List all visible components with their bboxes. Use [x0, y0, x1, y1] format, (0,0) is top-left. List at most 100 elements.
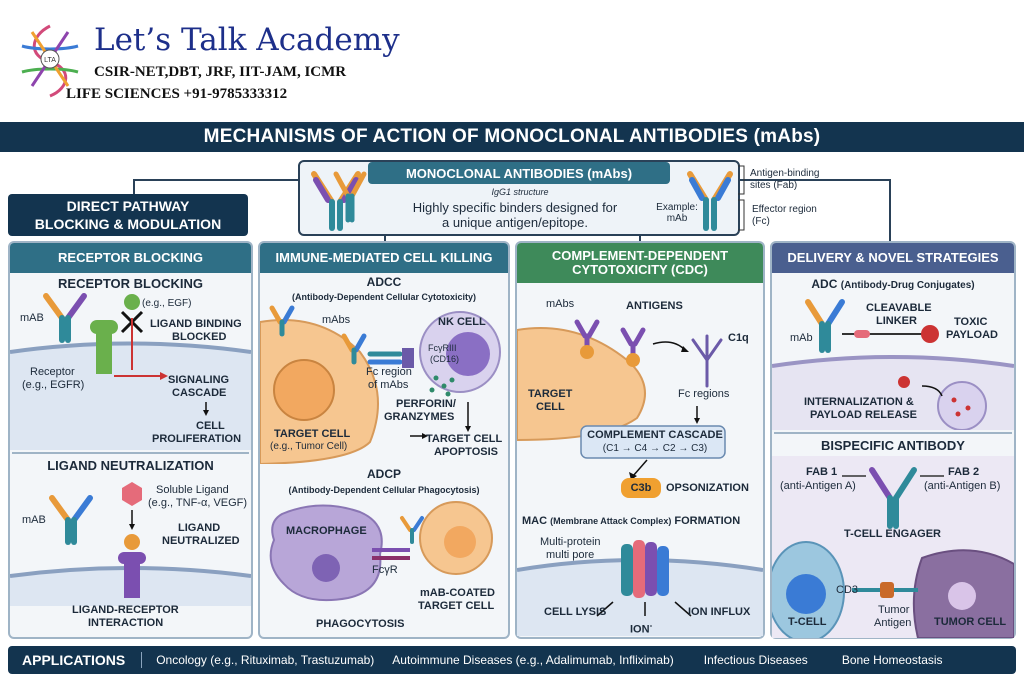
direct-line-1: DIRECT PATHWAY	[66, 198, 190, 214]
fc-label-1: Effector region	[752, 204, 817, 215]
fab1-label-2: (anti-Antigen A)	[780, 480, 856, 492]
mab-label: mAB	[20, 312, 44, 324]
example-label: Example:	[656, 202, 698, 213]
adcp-title: ADCP	[366, 467, 401, 481]
pore-label-1: Multi-protein	[540, 536, 601, 548]
cdc-head-1: COMPLEMENT-DEPENDENT	[551, 248, 729, 263]
signaling-cascade-1: SIGNALING	[168, 374, 230, 386]
ion-text: ION	[630, 623, 650, 636]
adc-diagram	[772, 299, 1014, 430]
adcc-target-1: TARGET CELL	[274, 428, 351, 440]
macrophage-label: MACROPHAGE	[286, 525, 367, 537]
apoptosis-2: APOPTOSIS	[434, 446, 498, 458]
example-mab-icon	[687, 171, 733, 231]
egf-label: (e.g., EGF)	[142, 298, 192, 309]
fab-label-2: sites (Fab)	[750, 180, 798, 191]
mac-full-label: (Membrane Attack Complex)	[550, 516, 672, 526]
applications-title: APPLICATIONS	[8, 652, 143, 668]
fcr-label-2: (CD16)	[430, 354, 460, 364]
opsonization-label: OPSONIZATION	[666, 482, 749, 494]
tumor-antigen-2: Antigen	[874, 617, 912, 629]
ion-sup: -	[649, 621, 653, 630]
receptor-divider	[12, 452, 249, 454]
cdc-diagram	[517, 319, 763, 636]
linker-label-2: LINKER	[876, 315, 917, 327]
adc-full-label: (Antibody-Drug Conjugates)	[840, 280, 975, 291]
c1q-label: C1q	[728, 332, 749, 344]
tumor-antigen-1: Tumor	[878, 604, 910, 616]
fab-fc-brackets	[738, 165, 745, 231]
academy-logo-icon: LTA	[21, 24, 79, 98]
cdc-mabs-label: mAbs	[546, 298, 575, 310]
cdc-panel-head: COMPLEMENT-DEPENDENT CYTOTOXICITY (CDC)	[517, 243, 763, 283]
coated-target-2: TARGET CELL	[418, 600, 495, 612]
signaling-cascade-2: CASCADE	[172, 387, 227, 399]
adcc-target-2: (e.g., Tumor Cell)	[270, 441, 348, 452]
soluble-ligand-2: (e.g., TNF-α, VEGF)	[148, 497, 248, 509]
immune-panel-head: IMMUNE-MEDIATED CELL KILLING	[260, 243, 508, 273]
cdc-head-2: CYTOTOXICITY (CDC)	[572, 262, 708, 277]
igg-antibody-icon-2	[333, 171, 367, 223]
overview-desc-1: Highly specific binders designed for	[412, 200, 618, 215]
fc-regions-label: Fc regions	[678, 388, 730, 400]
pore-label-2: multi pore	[546, 549, 595, 561]
apoptosis-1: TARGET CELL	[426, 433, 503, 445]
phagocytosis-label: PHAGOCYTOSIS	[316, 618, 405, 630]
internalization-1: INTERNALIZATION &	[804, 396, 914, 408]
cell-proliferation-2: PROLIFERATION	[152, 433, 242, 445]
t-cell-label: T-CELL	[788, 616, 827, 628]
nk-cell-label: NK CELL	[438, 316, 486, 328]
brand-subtitle: CSIR-NET,DBT, JRF, IIT-JAM, ICMR	[94, 64, 347, 80]
adcp-diagram	[269, 501, 493, 602]
toxic-payload-2: PAYLOAD	[946, 329, 998, 341]
perforin-2: GRANZYMES	[384, 411, 455, 423]
toxic-payload-1: TOXIC	[954, 316, 988, 328]
receptor-label-1: Receptor	[30, 366, 75, 378]
tumor-cell-label: TUMOR CELL	[934, 616, 1007, 628]
brand-header: LTA Let’s Talk Academy CSIR-NET,DBT, JRF…	[10, 8, 430, 110]
direct-pathway-box: DIRECT PATHWAY BLOCKING & MODULATION	[8, 194, 248, 236]
applications-bar: APPLICATIONS Oncology (e.g., Rituximab, …	[8, 646, 1016, 674]
ligand-neutralized-1: LIGAND	[178, 522, 221, 534]
adc-title: ADC (Antibody-Drug Conjugates)	[770, 278, 1016, 292]
fc-region-1: Fc region	[366, 366, 412, 378]
complement-cascade-2: (C1 → C4 → C2 → C3)	[602, 443, 708, 454]
mac-formation-label: MAC (Membrane Attack Complex) FORMATION	[522, 515, 740, 527]
receptor-sub-title: RECEPTOR BLOCKING	[58, 276, 203, 291]
ligand-receptor-2: INTERACTION	[88, 617, 164, 629]
igg-structure-label: IgG1 structure	[491, 187, 549, 197]
fc-region-2: of mAbs	[368, 379, 409, 391]
delivery-panel-head: DELIVERY & NOVEL STRATEGIES	[772, 243, 1014, 273]
fab2-label-1: FAB 2	[948, 466, 980, 478]
adcc-title: ADCC	[366, 275, 402, 289]
mac-label: MAC	[522, 515, 548, 527]
cdc-target-2: CELL	[536, 401, 565, 413]
fcr-label-1: FcγRIII	[428, 343, 457, 353]
adcp-full: (Antibody-Dependent Cellular Phagocytosi…	[288, 485, 480, 495]
delivery-divider	[774, 432, 1012, 434]
cell-proliferation-1: CELL	[196, 420, 225, 432]
complement-cascade-1: COMPLEMENT CASCADE	[587, 429, 723, 441]
bispecific-diagram	[772, 456, 1014, 638]
coated-target-1: mAB-COATED	[420, 587, 495, 599]
ion-label: ION-	[630, 620, 652, 636]
overview-head: MONOCLONAL ANTIBODIES (mAbs)	[368, 162, 670, 184]
cdc-target-1: TARGET	[528, 388, 573, 400]
fab2-label-2: (anti-Antigen B)	[924, 480, 1001, 492]
t-cell-engager-label: T-CELL ENGAGER	[844, 528, 941, 540]
direct-line-2: BLOCKING & MODULATION	[34, 216, 222, 232]
adc-mab-label: mAb	[790, 332, 813, 344]
application-autoimmune: Autoimmune Diseases (e.g., Adalimumab, I…	[392, 653, 674, 667]
application-bone: Bone Homeostasis	[841, 653, 943, 667]
igg-antibody-icon	[311, 171, 361, 231]
ligand-blocked-1: LIGAND BINDING	[150, 318, 242, 330]
adcc-mabs-label: mAbs	[322, 314, 351, 326]
c3b-label: C3b	[630, 482, 652, 494]
application-infectious: Infectious Diseases	[703, 653, 808, 667]
overview-desc-2: a unique antigen/epitope.	[441, 215, 588, 230]
fcyr-label: FcγR	[372, 564, 398, 576]
mab-label-2: mAB	[22, 514, 46, 526]
ligand-blocked-2: BLOCKED	[172, 331, 227, 343]
receptor-label-2: (e.g., EGFR)	[22, 379, 85, 391]
antigens-label: ANTIGENS	[626, 300, 683, 312]
